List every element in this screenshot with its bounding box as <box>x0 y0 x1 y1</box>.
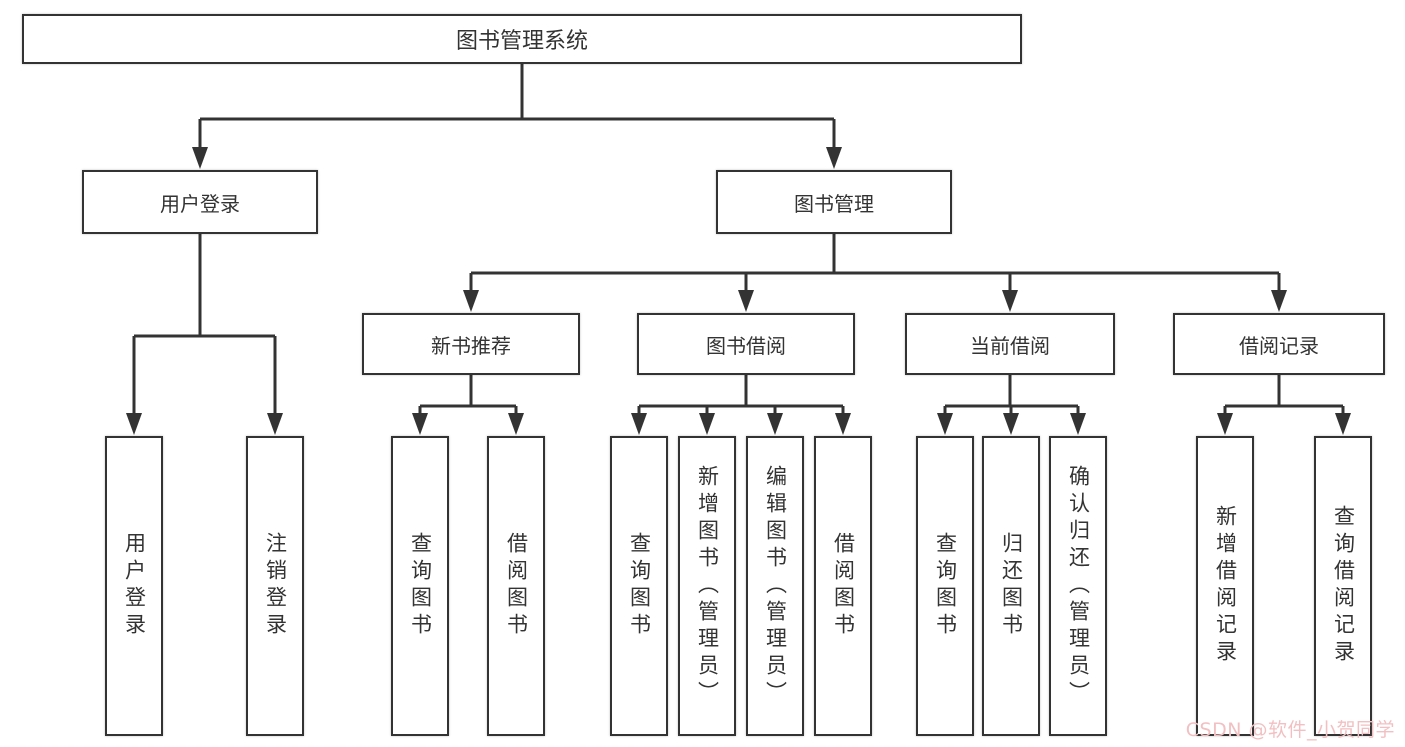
leaf-label: 借阅图书 <box>831 532 856 640</box>
arrowhead <box>1335 413 1351 435</box>
leaf-label: 新增图书（管理员） <box>695 464 720 708</box>
leaf-newbook-borrow-books: 借阅图书 <box>487 436 545 736</box>
leaf-label: 查询借阅记录 <box>1331 505 1356 667</box>
node-borrow-record: 借阅记录 <box>1173 313 1385 375</box>
arrowhead <box>463 290 479 312</box>
connector-root-to-level2 <box>192 64 842 169</box>
leaf-label: 借阅图书 <box>504 532 529 640</box>
leaf-logout-login: 注销登录 <box>246 436 304 736</box>
node-book-borrow: 图书借阅 <box>637 313 855 375</box>
arrowhead <box>937 413 953 435</box>
leaf-borrow-add-books-admin: 新增图书（管理员） <box>678 436 736 736</box>
node-root-library-system: 图书管理系统 <box>22 14 1022 64</box>
connector-borrowrecord-to-leaves <box>1217 375 1351 435</box>
connector-newbook-to-leaves <box>412 375 524 435</box>
csdn-watermark: CSDN @软件_小贺同学 <box>1185 719 1395 741</box>
leaf-label: 编辑图书（管理员） <box>763 464 788 708</box>
leaf-label: 新增借阅记录 <box>1213 505 1238 667</box>
arrowhead <box>699 413 715 435</box>
arrowhead <box>126 413 142 435</box>
leaf-current-return-books: 归还图书 <box>982 436 1040 736</box>
leaf-label: 注销登录 <box>263 532 288 640</box>
node-book-management: 图书管理 <box>716 170 952 234</box>
arrowhead <box>267 413 283 435</box>
leaf-current-confirm-return-admin: 确认归还（管理员） <box>1049 436 1107 736</box>
leaf-label: 查询图书 <box>627 532 652 640</box>
leaf-user-login: 用户登录 <box>105 436 163 736</box>
node-new-book-recommend: 新书推荐 <box>362 313 580 375</box>
leaf-label: 查询图书 <box>933 532 958 640</box>
arrowhead <box>826 147 842 169</box>
arrowhead <box>1217 413 1233 435</box>
leaf-current-query-books: 查询图书 <box>916 436 974 736</box>
node-current-borrow: 当前借阅 <box>905 313 1115 375</box>
leaf-record-query-borrow-record: 查询借阅记录 <box>1314 436 1372 736</box>
leaf-borrow-borrow-books: 借阅图书 <box>814 436 872 736</box>
arrowhead <box>738 290 754 312</box>
arrowhead <box>1271 290 1287 312</box>
arrowhead <box>508 413 524 435</box>
arrowhead <box>1003 413 1019 435</box>
connector-currentborrow-to-leaves <box>937 375 1086 435</box>
connector-bookmgmt-to-level3 <box>463 234 1287 312</box>
leaf-borrow-query-books: 查询图书 <box>610 436 668 736</box>
leaf-label: 查询图书 <box>408 532 433 640</box>
connector-bookborrow-to-leaves <box>631 375 851 435</box>
leaf-label: 用户登录 <box>122 532 147 640</box>
leaf-borrow-edit-books-admin: 编辑图书（管理员） <box>746 436 804 736</box>
connector-userlogin-to-leaves <box>126 234 283 435</box>
leaf-record-add-borrow-record: 新增借阅记录 <box>1196 436 1254 736</box>
leaf-label: 归还图书 <box>999 532 1024 640</box>
leaf-label: 确认归还（管理员） <box>1066 464 1091 708</box>
arrowhead <box>631 413 647 435</box>
arrowhead <box>412 413 428 435</box>
arrowhead <box>192 147 208 169</box>
arrowhead <box>767 413 783 435</box>
arrowhead <box>835 413 851 435</box>
arrowhead <box>1002 290 1018 312</box>
node-user-login: 用户登录 <box>82 170 318 234</box>
leaf-newbook-query-books: 查询图书 <box>391 436 449 736</box>
arrowhead <box>1070 413 1086 435</box>
